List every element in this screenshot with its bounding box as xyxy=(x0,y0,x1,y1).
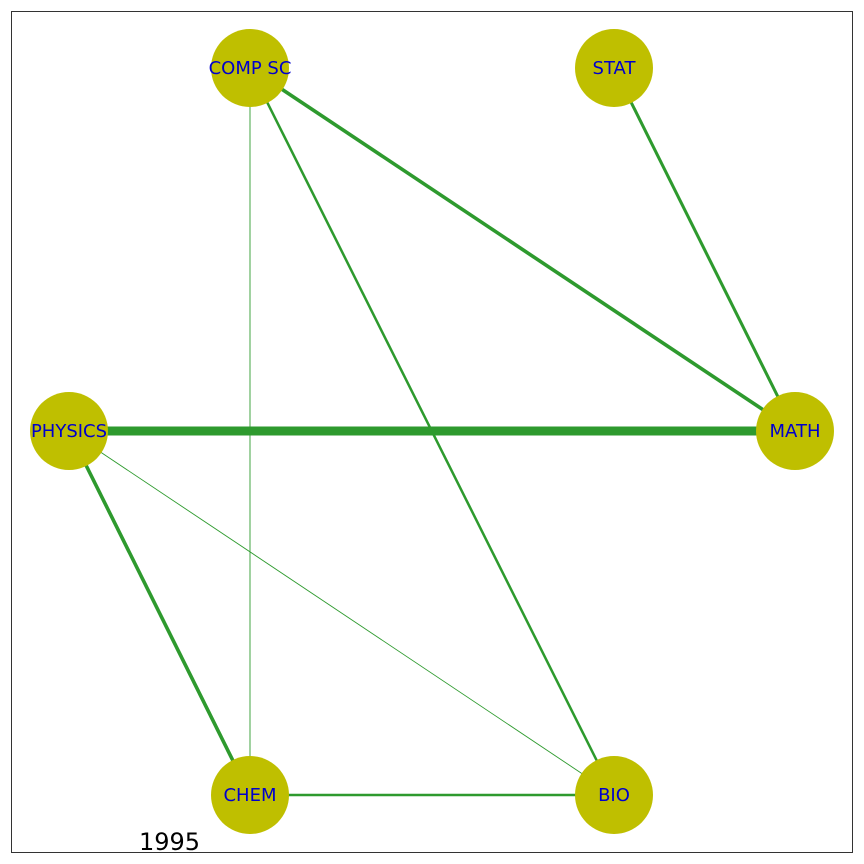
plot-frame xyxy=(11,11,853,853)
nodes-layer: COMP SC STAT PHYSICS MATH CHEM BIO xyxy=(30,29,834,834)
node-circle-compsc xyxy=(211,29,289,107)
node-math: MATH xyxy=(756,392,834,470)
node-stat: STAT xyxy=(575,29,653,107)
edge-physics-chem xyxy=(67,430,252,796)
node-chem: CHEM xyxy=(211,756,289,834)
node-label-stat: STAT xyxy=(593,58,637,79)
edge-physics-bio xyxy=(68,430,615,796)
edge-compsc-math xyxy=(249,66,796,433)
node-physics: PHYSICS xyxy=(30,392,108,470)
edges-layer xyxy=(67,66,797,797)
node-compsc: COMP SC xyxy=(209,29,292,107)
node-label-math: MATH xyxy=(770,421,821,442)
node-bio: BIO xyxy=(575,756,653,834)
node-label-physics: PHYSICS xyxy=(31,421,107,442)
node-label-bio: BIO xyxy=(598,785,630,806)
node-circle-math xyxy=(756,392,834,470)
node-circle-physics xyxy=(30,392,108,470)
year-label: 1995 xyxy=(139,828,201,856)
edge-stat-math xyxy=(612,67,797,432)
node-circle-chem xyxy=(211,756,289,834)
node-circle-bio xyxy=(575,756,653,834)
node-label-compsc: COMP SC xyxy=(209,58,292,79)
edge-compsc-bio xyxy=(248,67,616,796)
node-circle-stat xyxy=(575,29,653,107)
node-label-chem: CHEM xyxy=(223,785,276,806)
